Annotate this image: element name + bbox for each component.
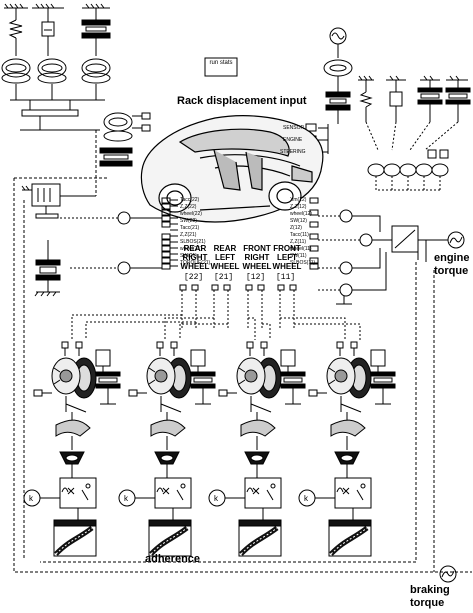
torque-node-right-3 — [340, 262, 352, 274]
svg-text:k: k — [214, 494, 219, 503]
right-sensor-label: Z,Z(12) — [290, 204, 306, 210]
wheel-label-front-right: FRONT RIGHT WHEEL — [242, 244, 272, 271]
torque-node-right-4 — [340, 284, 352, 296]
top-right-suspension-group — [358, 76, 470, 190]
right-sensor-label: Z,Z(11) — [290, 239, 306, 245]
right-sensor-label: SW(12) — [290, 218, 307, 224]
adherence-label: adherence — [145, 553, 200, 565]
left-sensor-label: SW(21) — [180, 253, 197, 259]
left-sensor-label: Z,Z(21) — [180, 232, 196, 238]
wheel-label-rear-left: REAR LEFT WHEEL — [210, 244, 240, 271]
mid-left-block — [22, 113, 150, 218]
svg-text:k: k — [29, 494, 34, 503]
right-sensor-label: Z(12) — [290, 225, 302, 231]
wheel-module-1: k — [24, 342, 120, 556]
wheel-module-3: k — [209, 342, 305, 556]
right-sensor-label: wheel(11) — [290, 246, 312, 252]
wheel-bus-lines — [72, 290, 360, 340]
right-sensor-label: Tacc(11) — [290, 232, 309, 238]
left-sensor-label: TORQUE(21) — [180, 260, 210, 266]
wheel-index-front-left: [11] — [276, 273, 295, 282]
wheel-index-rear-right: [22] — [184, 273, 203, 282]
torque-node-right-1 — [340, 210, 352, 222]
run-stats-label[interactable]: run stats — [206, 60, 236, 67]
right-sensor-label: wheel(12) — [290, 211, 312, 217]
sensor-label-sensor: SENSOR — [283, 125, 304, 131]
rack-displacement-label: Rack displacement input — [177, 95, 307, 107]
left-sensor-label: wheel(22) — [180, 211, 202, 217]
svg-text:k: k — [304, 494, 309, 503]
left-sensor-label: wheel(21) — [180, 246, 202, 252]
torque-node-left-1 — [118, 212, 130, 224]
left-sensor-label: SW(22) — [180, 218, 197, 224]
right-sensor-label: Xm(12) — [290, 197, 306, 203]
torque-node-right-2 — [360, 234, 372, 246]
wheel-module-4: k — [299, 342, 395, 556]
sensor-label-steering: STEERING — [280, 149, 306, 155]
right-sensor-label: SLBOS(11) — [290, 260, 315, 266]
engine-torque-label: engine torque — [434, 252, 472, 278]
left-sensor-label: Tacc(22) — [180, 197, 199, 203]
top-left-suspension-group — [2, 4, 110, 130]
wheel-module-2: k — [119, 342, 215, 556]
right-sensor-label: SW(11) — [290, 253, 307, 259]
wheel-index-front-right: [12] — [246, 273, 265, 282]
wheel-index-rear-left: [21] — [214, 273, 233, 282]
torque-node-left-2 — [118, 262, 130, 274]
sensor-ports-right — [310, 198, 318, 269]
left-sensor-label: Z,Z(22) — [180, 204, 196, 210]
braking-torque-label: braking torque — [410, 584, 450, 610]
left-sensor-label: SLBOS(21) — [180, 239, 206, 245]
svg-text:k: k — [124, 494, 129, 503]
sensor-label-engine: ENGINE — [283, 137, 302, 143]
left-sensor-label: Tacc(21) — [180, 225, 199, 231]
wheel-ports — [180, 285, 296, 290]
